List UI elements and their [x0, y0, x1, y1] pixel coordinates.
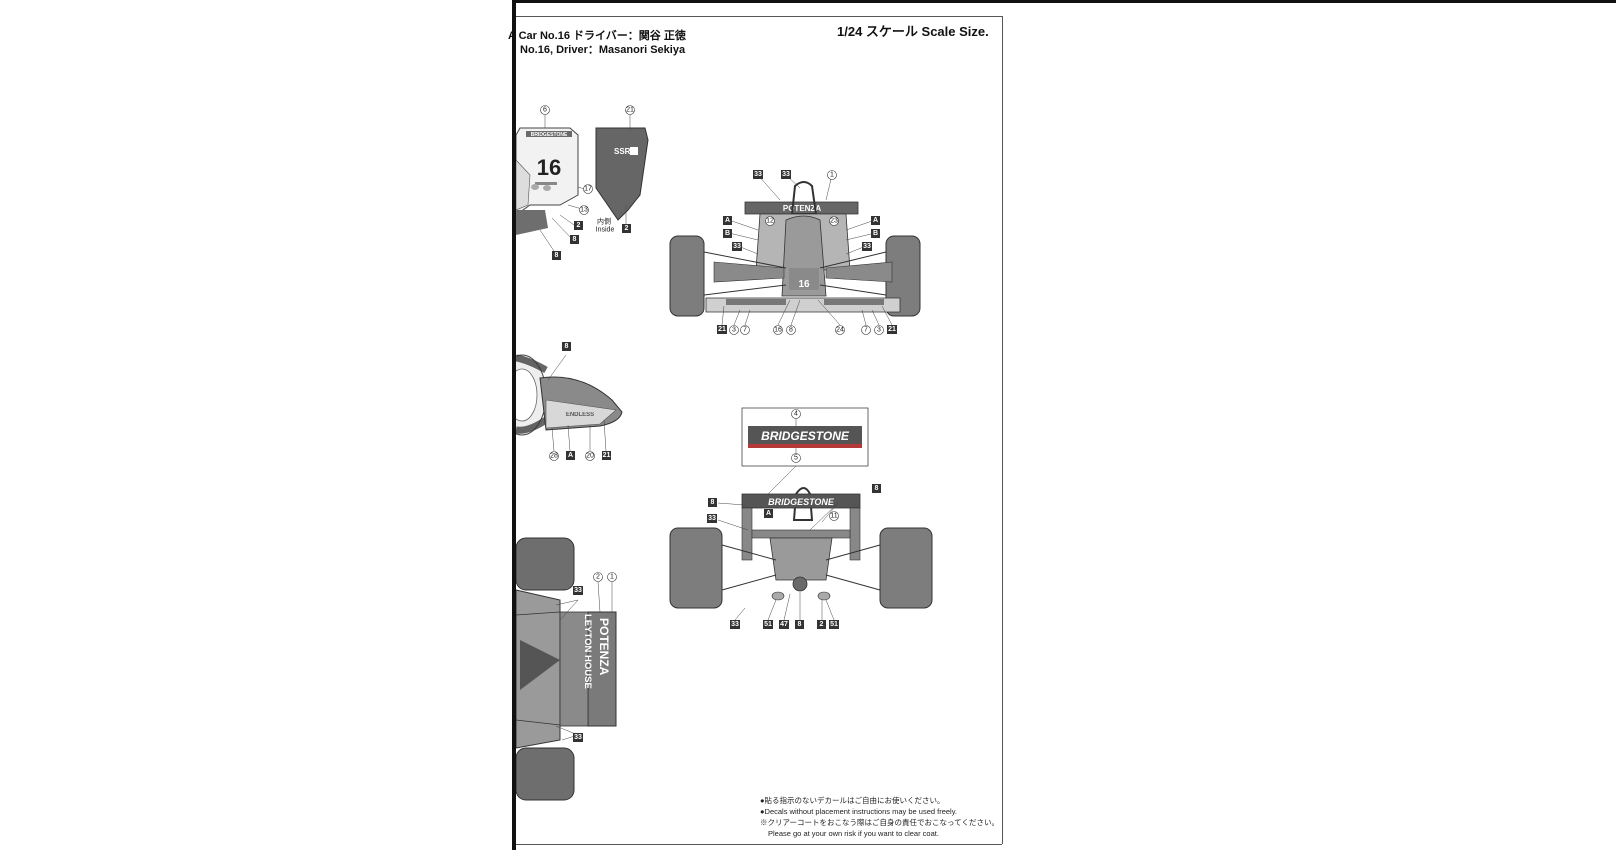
callout-2-left: 2 — [577, 222, 581, 229]
callout-8-rear-left: 8 — [711, 499, 715, 506]
ssr-decal: SSR — [614, 147, 631, 156]
callout-4: 4 — [794, 411, 798, 418]
box-bridgestone: BRIDGESTONE — [761, 429, 850, 443]
endless-decal: ENDLESS — [566, 412, 594, 418]
endplate-number: 16 — [537, 155, 561, 180]
callout-11: 11 — [830, 513, 837, 520]
callout-8-rear-bottom: 8 — [798, 621, 802, 628]
callout-51-left: 51 — [764, 621, 772, 628]
callout-3-front-left: 3 — [732, 327, 736, 334]
scan-top-border — [516, 0, 1616, 3]
callout-13: 13 — [580, 207, 588, 214]
endplate-inside — [595, 127, 649, 221]
callout-A-rear: A — [766, 510, 771, 517]
callout-1-front: 1 — [830, 172, 834, 179]
callout-12: 12 — [766, 218, 774, 225]
callout-51-right: 51 — [830, 621, 838, 628]
callout-33-front-a: 33 — [754, 171, 762, 178]
front-view: POTENZA 16 — [669, 170, 921, 335]
nose-side-view: ENDLESS 8 28 A 20 21 — [516, 342, 623, 461]
scale-label: 1/24 スケール Scale Size. — [837, 24, 989, 39]
callout-33-top-a: 33 — [574, 587, 582, 594]
front-number: 16 — [798, 279, 810, 290]
callout-7-front-left: 7 — [743, 327, 747, 334]
callout-8-nose: 8 — [565, 343, 569, 350]
callout-1-top: 1 — [610, 574, 614, 581]
callout-2-inside: 2 — [625, 225, 629, 232]
car-title-en: No.16, Driver：Masanori Sekiya — [520, 44, 686, 56]
callout-16: 16 — [774, 327, 782, 334]
wing-potenza: POTENZA — [597, 618, 611, 676]
callout-33-front-left: 33 — [733, 243, 741, 250]
inside-jp: 内側 — [597, 217, 611, 226]
car-title-jp: A Car No.16 ドライバー：関谷 正徳 — [508, 30, 686, 42]
rear-wing-top — [587, 611, 617, 727]
callout-A-front-left: A — [725, 217, 730, 224]
inside-en: Inside — [596, 227, 615, 234]
callout-8-rear-right: 8 — [875, 485, 879, 492]
note-line-2: ●Decals without placement instructions m… — [760, 807, 957, 816]
callout-33-front-b: 33 — [782, 171, 790, 178]
callout-B-front-left: B — [725, 230, 730, 237]
note-line-3: ※クリアーコートをおこなう際はご自身の責任でおこなってください。 — [760, 818, 999, 827]
callout-2-rear: 2 — [820, 621, 824, 628]
top-view-rear: POTENZA LEYTON HOUSE 2 1 33 33 — [516, 537, 617, 801]
callout-21-nose: 21 — [603, 452, 611, 459]
sheet-left-edge — [512, 0, 516, 850]
page-frame-top — [516, 16, 1002, 17]
wing-endplate-view: BRIDGESTONE 16 SSR 内側 Inside 6 21 17 13 — [516, 105, 649, 260]
callout-21: 21 — [626, 107, 634, 114]
callout-A-front-right: A — [873, 217, 878, 224]
callout-28: 28 — [550, 453, 558, 460]
callout-A-nose: A — [568, 452, 573, 459]
callout-21-front-left: 21 — [718, 326, 726, 333]
callout-B-front-right: B — [873, 230, 878, 237]
callout-23: 23 — [830, 218, 838, 225]
callout-47: 47 — [780, 621, 788, 628]
note-line-4: Please go at your own risk if you want t… — [768, 829, 939, 838]
callout-21-front-right: 21 — [888, 326, 896, 333]
front-potenza: POTENZA — [783, 204, 821, 213]
page-frame-right — [1002, 16, 1003, 844]
callout-33-rear-left: 33 — [708, 515, 716, 522]
page-frame-bottom — [516, 844, 1002, 845]
endplate-bridgestone: BRIDGESTONE — [531, 132, 568, 138]
callout-8-left: 8 — [573, 236, 577, 243]
callout-8-front: 8 — [789, 327, 793, 334]
callout-2-top: 2 — [596, 574, 600, 581]
callout-17: 17 — [584, 186, 592, 193]
callout-33-top-b: 33 — [574, 734, 582, 741]
callout-6: 6 — [543, 107, 547, 114]
wing-leyton-house: LEYTON HOUSE — [582, 614, 593, 689]
note-line-1: ●貼る指示のないデカールはご自由にお使いください。 — [760, 796, 945, 805]
rear-view: BRIDGESTONE 8 33 A 11 8 — [669, 484, 933, 629]
rear-bridgestone: BRIDGESTONE — [768, 497, 835, 507]
bridgestone-strip — [526, 131, 572, 137]
callout-33-front-right: 33 — [863, 243, 871, 250]
callout-33-rear-bottom: 33 — [731, 621, 739, 628]
callout-5: 5 — [794, 455, 798, 462]
callout-3-front-right: 3 — [877, 327, 881, 334]
bridgestone-decal-box: BRIDGESTONE 4 5 — [741, 407, 869, 495]
callout-24: 24 — [836, 327, 844, 334]
callout-8-lower: 8 — [555, 252, 559, 259]
decal-notes: ●貼る指示のないデカールはご自由にお使いください。 ●Decals withou… — [760, 795, 999, 839]
callout-7-front-right: 7 — [864, 327, 868, 334]
callout-20: 20 — [586, 453, 594, 460]
